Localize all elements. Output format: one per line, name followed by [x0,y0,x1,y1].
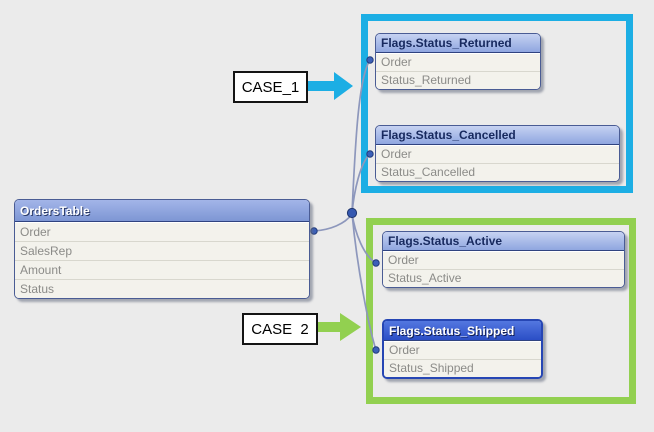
field-orders-status[interactable]: Status [15,280,309,298]
field-active-status[interactable]: Status_Active [383,270,624,287]
field-shipped-order[interactable]: Order [384,342,541,360]
table-orders[interactable]: OrdersTable Order SalesRep Amount Status [14,199,310,299]
connector-dot-orders[interactable] [310,227,318,235]
wire-junction-to-returned [351,59,371,214]
table-status-cancelled-rows: Order Status_Cancelled [376,145,619,181]
field-shipped-status[interactable]: Status_Shipped [384,360,541,377]
connector-junction-dot[interactable] [346,207,358,219]
case2-arrow-icon [318,313,361,341]
case1-group-box [361,14,633,193]
wire-junction-to-active [351,212,377,264]
table-status-cancelled-caption[interactable]: Flags.Status_Cancelled [376,126,619,145]
field-cancelled-status[interactable]: Status_Cancelled [376,164,619,181]
connector-dot-active[interactable] [372,259,380,267]
connector-dot-shipped[interactable] [372,346,380,354]
case1-arrow-icon [308,72,353,100]
table-status-shipped-caption[interactable]: Flags.Status_Shipped [384,321,541,341]
field-cancelled-order[interactable]: Order [376,146,619,164]
table-status-shipped[interactable]: Flags.Status_Shipped Order Status_Shippe… [382,319,543,379]
table-status-returned[interactable]: Flags.Status_Returned Order Status_Retur… [375,33,541,90]
table-orders-rows: Order SalesRep Amount Status [15,222,309,298]
connector-dot-cancelled[interactable] [366,150,374,158]
field-orders-amount[interactable]: Amount [15,261,309,280]
field-returned-status[interactable]: Status_Returned [376,72,540,89]
case2-group-box [366,218,636,404]
connector-dot-returned[interactable] [366,56,374,64]
wire-orders-to-junction [313,213,353,232]
table-status-returned-caption[interactable]: Flags.Status_Returned [376,34,540,53]
case1-label: CASE_1 [233,71,308,103]
field-active-order[interactable]: Order [383,252,624,270]
table-status-active[interactable]: Flags.Status_Active Order Status_Active [382,231,625,288]
wire-junction-to-shipped [351,212,377,351]
table-status-active-caption[interactable]: Flags.Status_Active [383,232,624,251]
wire-junction-to-cancelled [351,153,371,214]
field-orders-salesrep[interactable]: SalesRep [15,242,309,261]
case2-label: CASE 2 [242,313,318,345]
field-returned-order[interactable]: Order [376,54,540,72]
table-status-active-rows: Order Status_Active [383,251,624,287]
table-orders-caption[interactable]: OrdersTable [15,200,309,222]
table-status-returned-rows: Order Status_Returned [376,53,540,89]
table-status-shipped-rows: Order Status_Shipped [384,341,541,377]
table-status-cancelled[interactable]: Flags.Status_Cancelled Order Status_Canc… [375,125,620,182]
field-orders-order[interactable]: Order [15,223,309,242]
